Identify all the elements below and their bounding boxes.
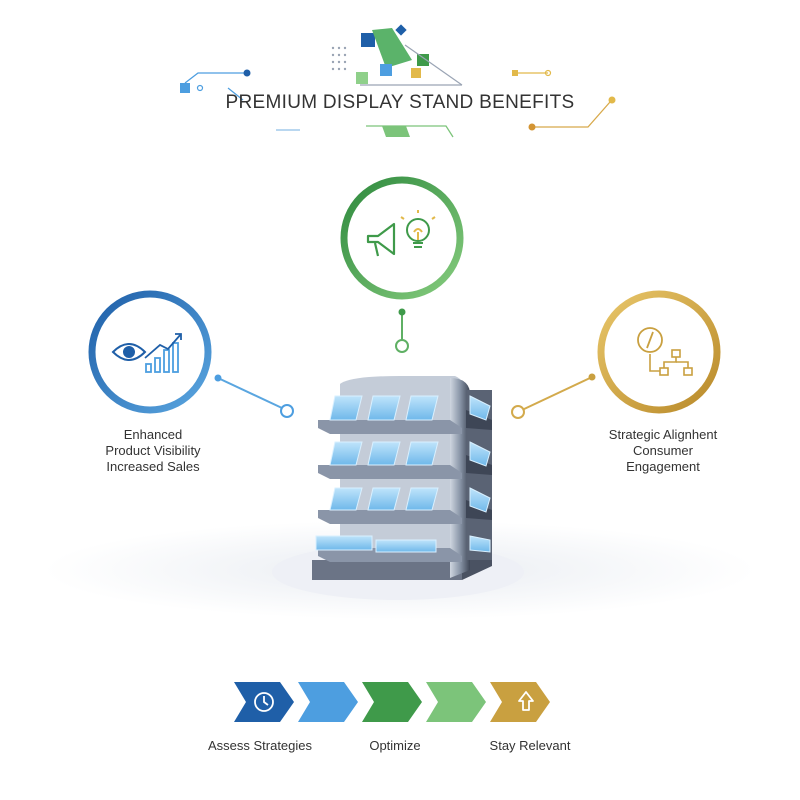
header-decoration: [180, 24, 616, 138]
step-arrow-4: [426, 682, 486, 722]
lightbulb-icon: [400, 210, 436, 248]
display-stand-image: [272, 376, 524, 600]
benefit-right: [511, 290, 721, 419]
benefit-left: [88, 290, 294, 418]
step-label-assess: Assess Strategies: [207, 738, 313, 753]
hierarchy-icon: [649, 349, 693, 376]
compass-icon: [637, 327, 663, 353]
step-arrow-stay-relevant: [490, 682, 550, 722]
arrow-up-icon: [518, 691, 534, 711]
page-title: PREMIUM DISPLAY STAND BENEFITS: [225, 92, 575, 113]
process-arrows: [234, 682, 550, 722]
step-arrow-2: [298, 682, 358, 722]
megaphone-icon: [366, 222, 396, 257]
left-caption-line: Product Visibility: [105, 443, 201, 458]
left-caption-line: Enhanced: [123, 427, 183, 442]
eye-icon: [111, 343, 147, 361]
right-benefit-caption: Strategic Alignhent Consumer Engagement: [583, 427, 743, 475]
bar-chart-up-icon: [144, 333, 182, 373]
left-ring: [88, 290, 212, 414]
right-caption-line: Engagement: [626, 459, 700, 474]
top-ring: [340, 176, 464, 300]
left-caption-line: Increased Sales: [106, 459, 200, 474]
right-connector: [521, 377, 591, 411]
step-label-stay-relevant: Stay Relevant: [489, 738, 571, 753]
right-caption-line: Consumer: [633, 443, 693, 458]
stand-products: [315, 395, 491, 553]
right-ring: [597, 290, 721, 414]
step-arrow-optimize: [362, 682, 422, 722]
stand-shelves: [318, 410, 492, 562]
step-label-optimize: Optimize: [369, 738, 421, 753]
benefit-top: [340, 176, 464, 353]
left-benefit-caption: Enhanced Product Visibility Increased Sa…: [73, 427, 233, 475]
right-caption-line: Strategic Alignhent: [608, 427, 718, 442]
left-connector: [217, 377, 283, 409]
clock-icon: [254, 692, 274, 712]
